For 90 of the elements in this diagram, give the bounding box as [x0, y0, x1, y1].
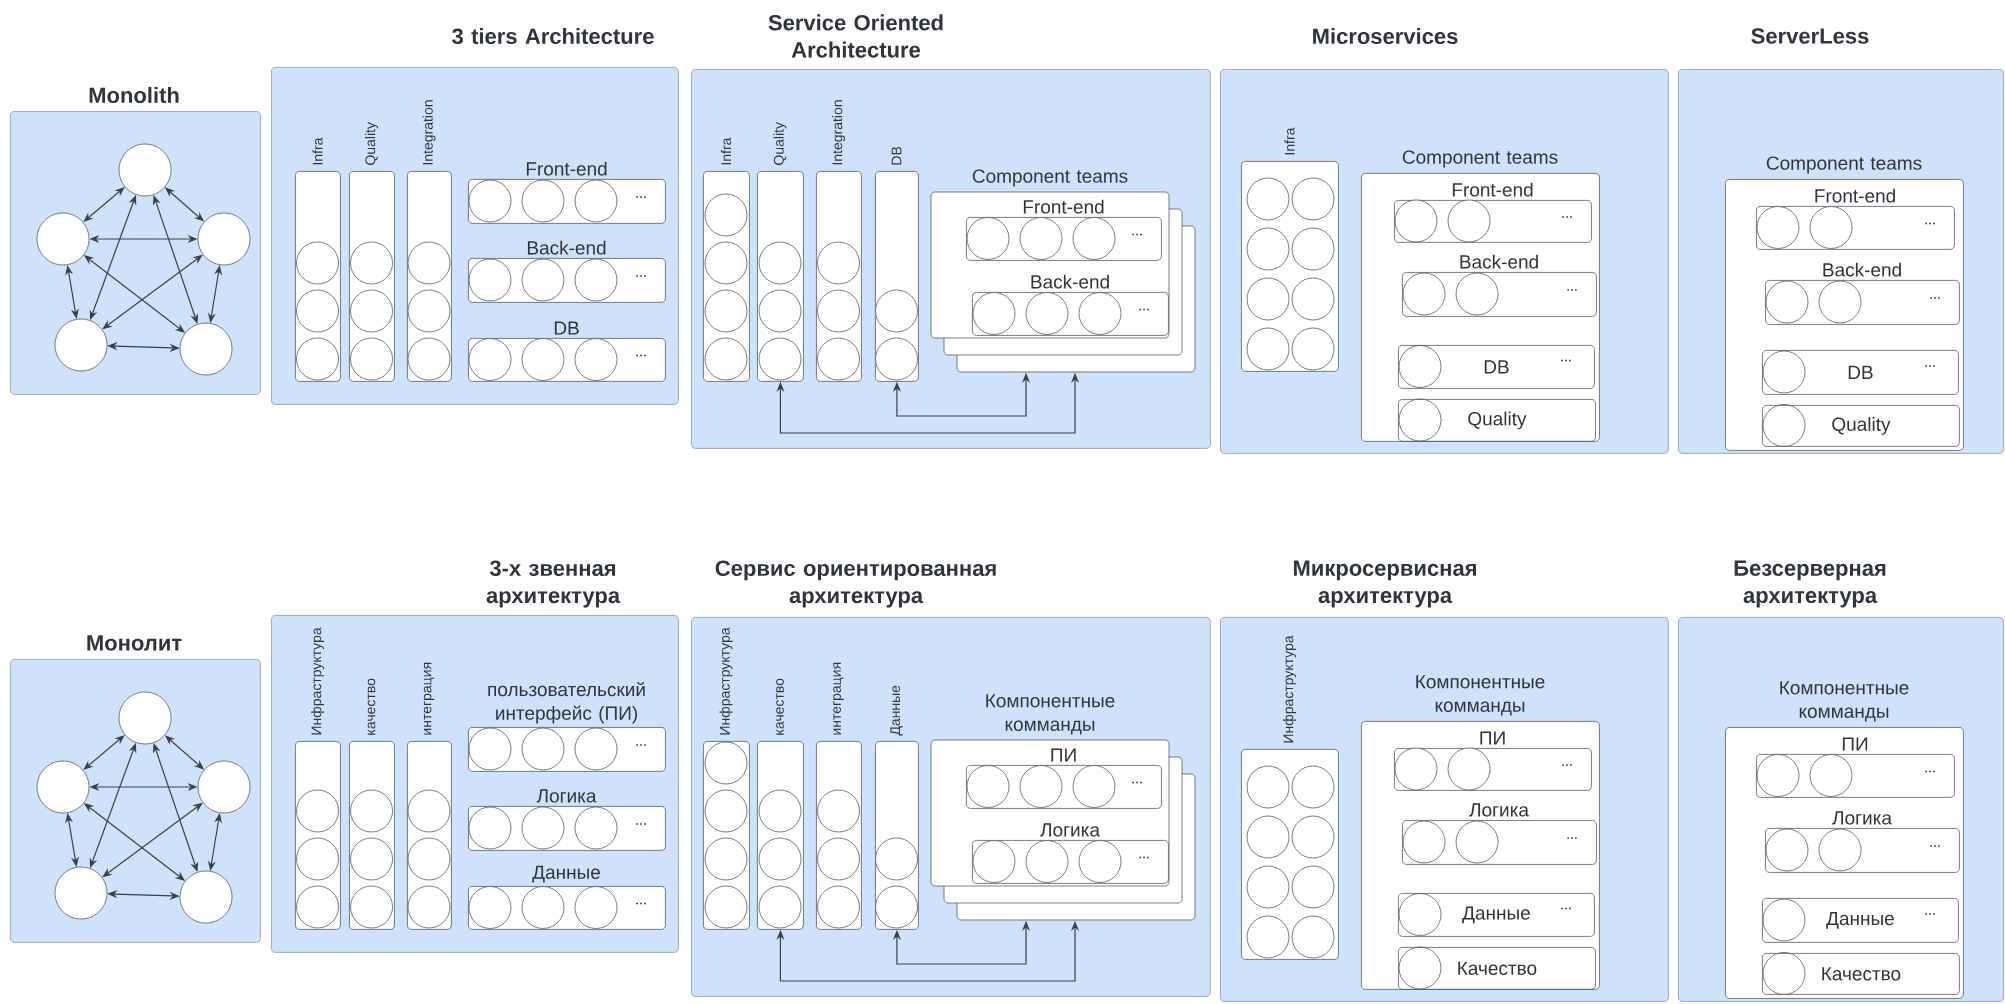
arrow	[83, 735, 125, 770]
ellipsis: ...	[1132, 233, 1142, 236]
column-label: Quality	[773, 122, 787, 165]
row-label: Back-end	[1823, 262, 1901, 277]
row-box: Quality	[1762, 405, 1960, 447]
ellipsis: ...	[1925, 222, 1935, 225]
panel-title: ServerLess	[1751, 28, 1869, 44]
ellipsis: ...	[1930, 845, 1940, 847]
column-label: Integration	[832, 100, 846, 165]
ellipsis: ...	[636, 354, 646, 357]
row-label: ПИ	[1051, 748, 1076, 762]
circle	[54, 866, 108, 920]
row-label: Back-end	[1031, 274, 1109, 289]
row-label: пользовательский интерфейс (ПИ)	[488, 681, 645, 724]
row-box: Качество	[1762, 953, 1960, 995]
group-label: Component teams	[1402, 150, 1558, 168]
column-label: Integration	[422, 100, 436, 165]
row-box: Качество	[1398, 947, 1596, 990]
row-label: Логика	[1040, 823, 1100, 837]
row-label: Front-end	[526, 161, 607, 176]
group-label: Component teams	[1766, 156, 1922, 174]
panel-title: Безсерверная архитектура	[1734, 560, 1886, 608]
column-label: качество	[367, 678, 376, 735]
row-label: DB	[554, 321, 579, 335]
row-label: Front-end	[1452, 182, 1533, 197]
row-label: ПИ	[1480, 731, 1505, 745]
ellipsis: ...	[1567, 837, 1577, 839]
group-label: Компонентные комманды	[1416, 675, 1545, 716]
circle	[36, 760, 90, 814]
column-label: Инфраструктура	[1283, 635, 1297, 743]
circle	[179, 322, 233, 376]
column-label: Infra	[312, 137, 323, 165]
column-label: Инфраструктура	[719, 627, 733, 735]
circle	[179, 870, 233, 924]
column-label: DB	[891, 146, 902, 165]
ellipsis: ...	[1925, 365, 1935, 367]
column-label: Quality	[365, 122, 379, 165]
ellipsis: ...	[636, 744, 646, 746]
panel-title: Сервис ориентированная архитектура	[715, 560, 996, 608]
circle	[36, 212, 90, 266]
group-label: Компонентные комманды	[1780, 681, 1909, 722]
column-label: качество	[776, 678, 784, 735]
ellipsis: ...	[1139, 856, 1149, 859]
ellipsis: ...	[1561, 907, 1571, 910]
arrow	[152, 195, 199, 324]
row-label: Back-end	[1460, 254, 1538, 269]
row-label: Логика	[1832, 811, 1892, 825]
circle	[54, 318, 108, 372]
column-label: Инфраструктура	[311, 627, 325, 735]
circle	[197, 760, 251, 814]
ellipsis: ...	[636, 823, 646, 825]
ellipsis: ...	[1132, 781, 1142, 784]
column-label: интеграция	[423, 662, 435, 735]
row-label: Front-end	[1815, 188, 1895, 203]
ellipsis: ...	[1139, 308, 1149, 311]
ellipsis: ...	[636, 902, 646, 905]
circle	[197, 212, 251, 266]
panel-title: Монолит	[87, 635, 182, 651]
group-label: Компонентные комманды	[986, 694, 1115, 735]
ellipsis: ...	[636, 275, 646, 277]
row-box: Quality	[1398, 399, 1596, 442]
ellipsis: ...	[1562, 764, 1572, 766]
ellipsis: ...	[1930, 297, 1940, 299]
column-label: интеграция	[833, 662, 844, 735]
panel-title: Service Oriented Architecture	[768, 14, 943, 58]
ellipsis: ...	[636, 196, 646, 198]
ellipsis: ...	[1925, 770, 1935, 773]
row-label: Логика	[536, 789, 597, 803]
arrow	[152, 743, 199, 872]
column-label: Данные	[890, 685, 903, 736]
circle	[118, 143, 172, 197]
panel-title: Микросервисная архитектура	[1294, 560, 1476, 608]
panel-title: 3-х звенная архитектура	[486, 560, 621, 608]
panel-title: Microservices	[1313, 27, 1458, 45]
group-label: Component teams	[972, 169, 1128, 187]
ellipsis: ...	[1925, 913, 1935, 915]
row-label: Back-end	[527, 240, 606, 255]
circle	[118, 691, 172, 745]
row-label: Логика	[1469, 803, 1529, 817]
row-label: ПИ	[1842, 737, 1868, 751]
column-label: Infra	[720, 137, 732, 165]
row-label: Данные	[532, 865, 600, 883]
row-label: Front-end	[1023, 199, 1104, 214]
panel-title: Monolith	[89, 86, 179, 104]
ellipsis: ...	[1561, 359, 1571, 362]
ellipsis: ...	[1562, 216, 1572, 218]
column-label: Infra	[1284, 127, 1295, 155]
panel-title: 3 tiers Architecture	[452, 27, 654, 45]
ellipsis: ...	[1567, 289, 1577, 291]
arrow	[83, 187, 125, 222]
